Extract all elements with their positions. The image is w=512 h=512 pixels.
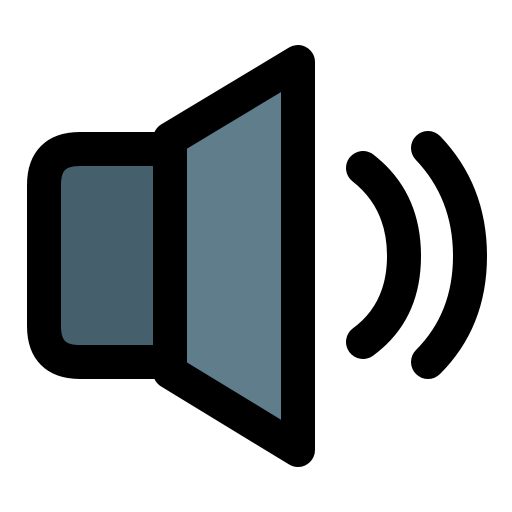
sound-wave-inner bbox=[346, 151, 422, 359]
speaker-cone bbox=[153, 45, 315, 467]
speaker-body bbox=[27, 132, 187, 379]
sound-wave-outer bbox=[411, 131, 488, 379]
